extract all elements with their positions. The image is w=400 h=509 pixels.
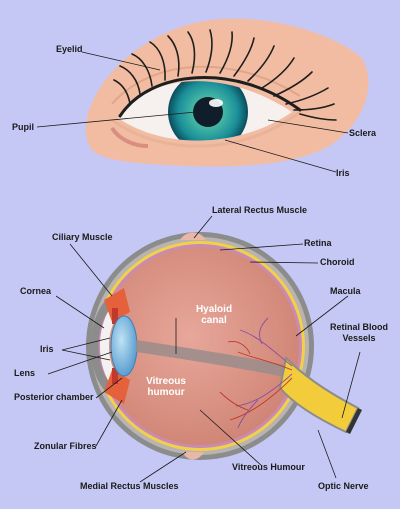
optic-nerve — [278, 355, 360, 434]
label-vitreous-line1: Vitreous — [146, 376, 186, 387]
retinal-vessels — [219, 317, 293, 429]
eyelashes — [113, 29, 337, 121]
label-vitreous-inner: Vitreous humour — [136, 376, 196, 398]
label-choroid: Choroid — [320, 257, 355, 267]
label-lateral-rectus: Lateral Rectus Muscle — [212, 205, 308, 215]
optic-nerve-end — [346, 408, 362, 434]
label-vitreous-humour: Vitreous Humour — [232, 462, 305, 472]
label-hyaloid-line1: Hyaloid — [195, 304, 233, 315]
lower-lid — [111, 110, 301, 148]
label-hyaloid-canal: Hyaloid canal — [184, 304, 244, 326]
label-lens: Lens — [14, 368, 36, 378]
label-sclera: Sclera — [349, 128, 377, 138]
label-retinal-vessels-line2: Vessels — [342, 333, 376, 343]
ciliary-body-top — [104, 288, 130, 322]
label-eyelid: Eyelid — [56, 44, 83, 54]
label-retina: Retina — [304, 238, 332, 248]
external-leader-lines — [36, 51, 349, 173]
label-optic-nerve: Optic Nerve — [318, 481, 369, 491]
medial-rectus-stub — [182, 452, 204, 460]
label-iris-external: Iris — [336, 168, 350, 178]
label-cornea: Cornea — [20, 286, 52, 296]
label-macula: Macula — [330, 286, 361, 296]
hyaloid-canal — [136, 340, 290, 378]
label-vitreous-line2: humour — [147, 387, 185, 398]
label-posterior-chamber: Posterior chamber — [14, 392, 94, 402]
iris-section-top — [112, 308, 118, 324]
anterior-chamber — [100, 306, 118, 386]
pupil-highlight — [209, 99, 223, 107]
label-ciliary-muscle: Ciliary Muscle — [52, 232, 113, 242]
cornea — [90, 298, 112, 394]
label-iris-section: Iris — [40, 344, 54, 354]
label-hyaloid-line2: canal — [201, 315, 227, 326]
label-pupil: Pupil — [12, 122, 34, 132]
lens — [110, 315, 138, 377]
label-medial-rectus: Medial Rectus Muscles — [80, 481, 179, 491]
lateral-rectus-stub — [180, 232, 206, 240]
label-retinal-vessels: Retinal Blood Vessels — [330, 322, 388, 344]
ciliary-body-bottom — [104, 370, 130, 404]
label-retinal-vessels-line1: Retinal Blood — [330, 322, 388, 332]
label-zonular-fibres: Zonular Fibres — [34, 441, 97, 451]
external-eye — [36, 18, 369, 173]
eye-cross-section — [47, 215, 362, 483]
eyeball-body — [101, 247, 299, 445]
tear-duct — [110, 126, 149, 148]
cross-leader-lines — [47, 215, 361, 483]
iris-section-bottom — [112, 368, 118, 384]
